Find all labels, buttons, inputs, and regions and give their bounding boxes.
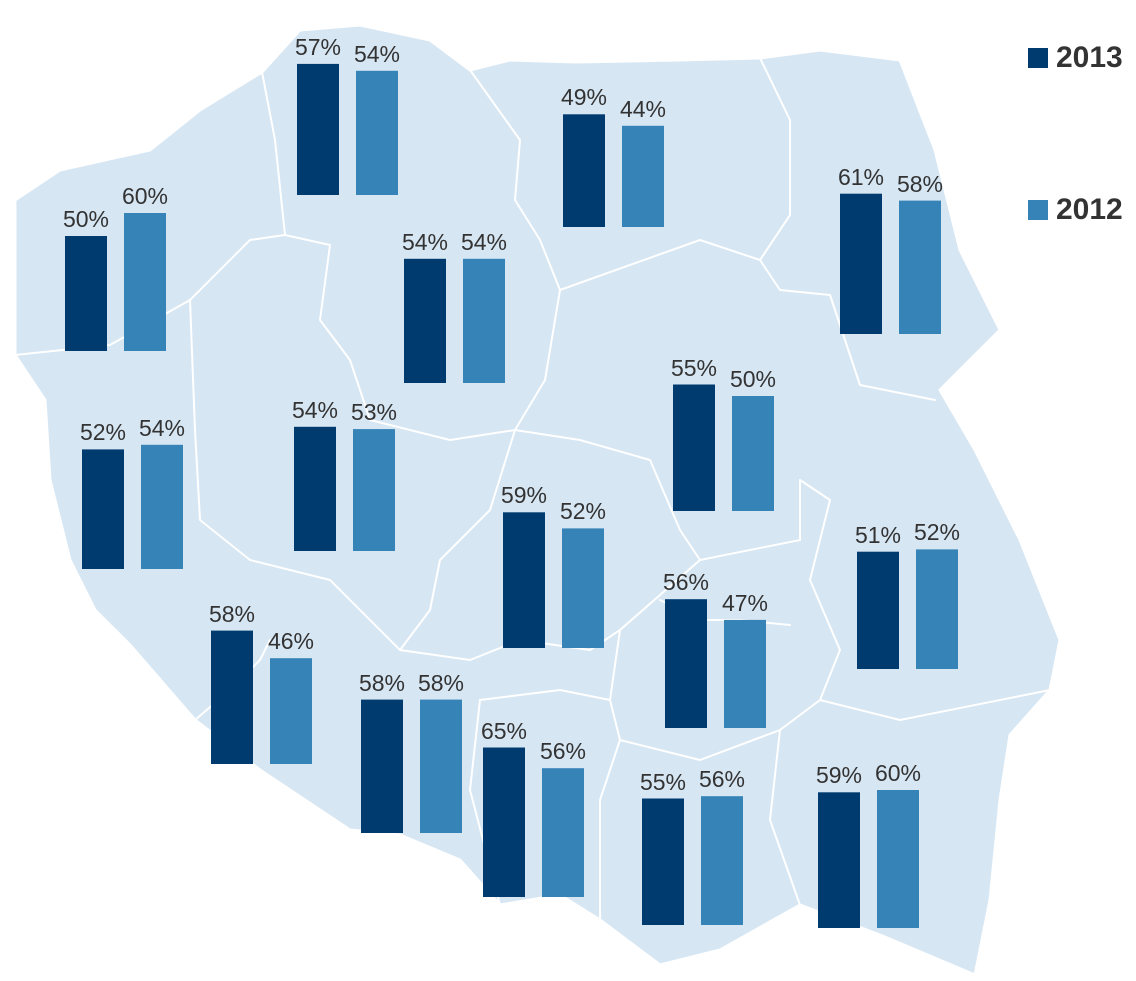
bar-region-12-2013	[211, 630, 253, 764]
bar-region-14-2012	[542, 768, 584, 897]
bar-region-7-2013	[82, 449, 124, 569]
value-label-region-15-2013: 55%	[639, 768, 687, 795]
value-label-region-14-2012: 56%	[539, 738, 587, 765]
bar-region-5-2013	[404, 258, 446, 383]
value-label-region-11-2012: 47%	[721, 589, 769, 616]
bar-region-4-2012	[124, 213, 166, 351]
bar-region-16-2013	[818, 792, 860, 928]
value-label-region-12-2013: 58%	[208, 600, 256, 627]
bar-region-3-2013	[840, 193, 882, 334]
bar-region-15-2013	[642, 798, 684, 925]
value-label-region-6-2012: 50%	[729, 366, 777, 392]
bar-region-6-2012	[732, 396, 774, 511]
value-label-region-8-2012: 53%	[350, 399, 398, 426]
value-label-region-6-2013: 55%	[670, 354, 718, 381]
bar-region-9-2013	[503, 512, 545, 648]
legend-item-2012: 2012	[1028, 195, 1123, 225]
value-label-region-9-2013: 59%	[500, 482, 548, 509]
bar-region-15-2012	[701, 796, 743, 925]
bar-region-11-2012	[724, 619, 766, 728]
bar-region-10-2013	[857, 551, 899, 669]
legend-label-2013: 2013	[1056, 41, 1123, 74]
value-label-region-5-2012: 54%	[460, 228, 508, 255]
value-label-region-2-2013: 49%	[560, 84, 608, 111]
value-label-region-2-2012: 44%	[619, 95, 667, 122]
value-label-region-10-2012: 52%	[913, 519, 961, 546]
bar-region-13-2012	[420, 699, 462, 833]
bar-region-16-2012	[877, 790, 919, 928]
value-label-region-7-2012: 54%	[138, 414, 186, 441]
value-label-region-3-2012: 58%	[896, 170, 944, 197]
bar-region-3-2012	[899, 200, 941, 334]
bar-region-10-2012	[916, 549, 958, 669]
legend-swatch-2012	[1028, 200, 1048, 220]
bar-region-1-2013	[297, 63, 339, 196]
value-label-region-4-2012: 60%	[121, 183, 169, 209]
value-label-region-9-2012: 52%	[559, 498, 607, 525]
bar-region-8-2013	[294, 426, 336, 551]
value-label-region-4-2013: 50%	[62, 206, 110, 232]
legend-swatch-2013	[1028, 48, 1048, 68]
value-label-region-1-2012: 54%	[353, 40, 401, 67]
bar-region-13-2013	[361, 699, 403, 833]
value-label-region-10-2013: 51%	[854, 521, 902, 548]
bar-region-7-2012	[141, 444, 183, 569]
value-label-region-5-2013: 54%	[401, 228, 449, 255]
value-label-region-14-2013: 65%	[480, 717, 528, 744]
value-label-region-12-2012: 46%	[267, 628, 315, 655]
value-label-region-3-2013: 61%	[837, 163, 885, 190]
value-label-region-1-2013: 57%	[294, 33, 342, 60]
bar-region-2-2012	[622, 125, 664, 227]
bar-region-12-2012	[270, 658, 312, 764]
value-label-region-13-2012: 58%	[417, 669, 465, 696]
bar-region-2-2013	[563, 114, 605, 227]
bar-region-14-2013	[483, 747, 525, 897]
bar-region-9-2012	[562, 528, 604, 648]
value-label-region-15-2012: 56%	[698, 766, 746, 793]
bar-region-1-2012	[356, 70, 398, 195]
value-label-region-11-2013: 56%	[662, 569, 710, 596]
value-label-region-16-2012: 60%	[874, 760, 922, 786]
value-label-region-7-2013: 52%	[79, 419, 127, 446]
value-label-region-16-2013: 59%	[815, 762, 863, 789]
bar-region-6-2013	[673, 384, 715, 511]
value-label-region-8-2013: 54%	[291, 396, 339, 423]
legend-item-2013: 2013	[1028, 43, 1123, 73]
legend-label-2012: 2012	[1056, 193, 1123, 226]
bar-region-11-2013	[665, 599, 707, 728]
value-label-region-13-2013: 58%	[358, 669, 406, 696]
bar-region-4-2013	[65, 236, 107, 351]
bar-region-8-2012	[353, 429, 395, 551]
bar-region-5-2012	[463, 258, 505, 383]
